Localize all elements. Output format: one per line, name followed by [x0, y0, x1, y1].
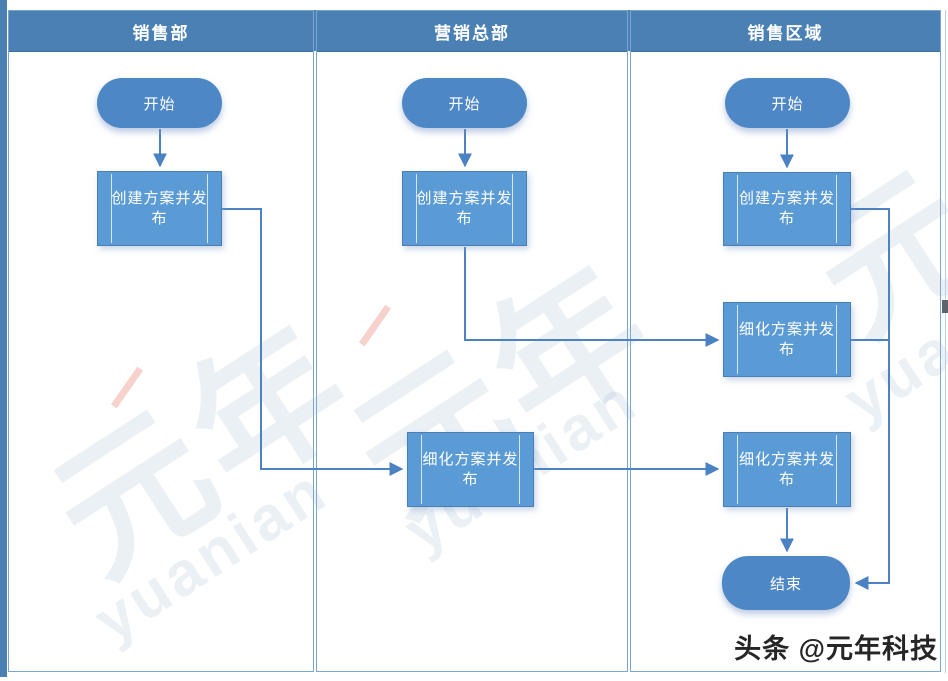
- lane-header-marketing-hq: 营销总部: [317, 11, 627, 52]
- flow-node-refine-plan-lane2: 细化方案并发布: [407, 432, 534, 507]
- flow-node-create-plan-lane3: 创建方案并发布: [723, 172, 851, 246]
- flow-node-start-lane3: 开始: [725, 78, 850, 128]
- subprocess-marker-right: [836, 175, 837, 243]
- node-label: 开始: [771, 95, 804, 113]
- swimlane-marketing-hq: 营销总部: [316, 10, 628, 672]
- node-label: 细化方案并发布: [422, 450, 519, 488]
- subprocess-marker-right: [207, 174, 208, 243]
- node-label: 结束: [769, 575, 802, 593]
- node-label: 创建方案并发布: [416, 189, 513, 227]
- subprocess-marker-right: [836, 305, 837, 374]
- node-label: 细化方案并发布: [738, 320, 835, 358]
- flow-node-create-plan-lane1: 创建方案并发布: [97, 171, 222, 246]
- subprocess-marker-left: [111, 174, 112, 243]
- subprocess-marker-left: [416, 174, 417, 243]
- node-label: 开始: [448, 95, 481, 113]
- subprocess-marker-left: [737, 435, 738, 504]
- flow-node-create-plan-lane2: 创建方案并发布: [402, 171, 527, 246]
- subprocess-marker-right: [512, 174, 513, 243]
- scrollbar-thumb[interactable]: [942, 300, 948, 313]
- flow-node-refine-plan-1-lane3: 细化方案并发布: [723, 302, 851, 377]
- flow-node-refine-plan-2-lane3: 细化方案并发布: [723, 432, 851, 507]
- flow-node-start-lane1: 开始: [97, 78, 222, 128]
- swimlane-sales-dept: 销售部: [8, 10, 314, 672]
- lane-header-sales-dept: 销售部: [9, 11, 313, 52]
- swimlane-sales-region: 销售区域: [630, 10, 941, 672]
- subprocess-marker-right: [836, 435, 837, 504]
- subprocess-marker-left: [737, 305, 738, 374]
- flow-node-end-lane3: 结束: [722, 556, 850, 610]
- left-accent-bar: [0, 0, 7, 677]
- right-edge-line: [945, 10, 946, 673]
- node-label: 创建方案并发布: [111, 189, 208, 227]
- subprocess-marker-left: [737, 175, 738, 243]
- lane-header-sales-region: 销售区域: [631, 11, 940, 52]
- credit-watermark: 头条 @元年科技: [734, 634, 938, 664]
- node-label: 创建方案并发布: [738, 190, 835, 227]
- node-label: 细化方案并发布: [738, 450, 835, 488]
- node-label: 开始: [143, 95, 176, 113]
- subprocess-marker-right: [519, 435, 520, 504]
- flow-node-start-lane2: 开始: [402, 78, 527, 128]
- subprocess-marker-left: [421, 435, 422, 504]
